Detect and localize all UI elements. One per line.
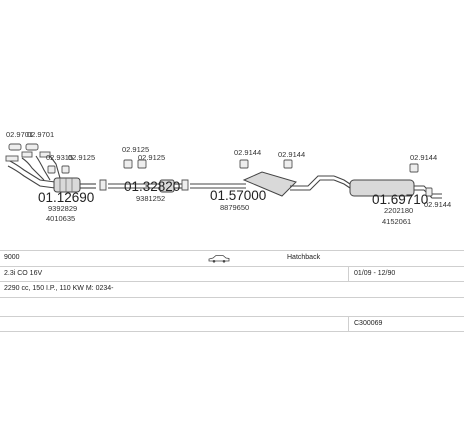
- intermediate-pipe: [108, 159, 189, 193]
- vehicle-info-table: 9000 Hatchback 2.3i CO 16V 01/09 - 12/90…: [0, 250, 464, 332]
- centre-silencer: [190, 159, 334, 197]
- info-row-specs: 2290 cc, 150 I.P., 110 KW M: 0234-: [0, 282, 464, 298]
- accessory-code: 02.9144: [410, 153, 437, 162]
- oem-number: 8879650: [220, 203, 249, 212]
- front-pipe-catalyst: [5, 151, 96, 193]
- accessory-code: 02.9125: [68, 153, 95, 162]
- oem-number: 9392829: [48, 204, 77, 213]
- oem-number: 4010635: [46, 214, 75, 223]
- info-row-blank: [0, 298, 464, 317]
- accessory-code: 02.9125: [138, 153, 165, 162]
- info-row-kit: C300069: [0, 316, 464, 332]
- accessory-code: 02.9125: [122, 145, 149, 154]
- manifold-flange: [5, 155, 19, 162]
- engine-specs: 2290 cc, 150 I.P., 110 KW M: 0234-: [4, 285, 114, 292]
- info-row-engine: 2.3i CO 16V 01/09 - 12/90: [0, 266, 464, 282]
- oem-number: 2202180: [384, 206, 413, 215]
- kit-code: C300069: [354, 319, 383, 327]
- manifold-flange: [39, 151, 51, 158]
- accessory-code: 02.9701: [27, 130, 54, 139]
- accessory-code: 02.9315: [46, 153, 73, 162]
- hatchback-car-icon: [208, 255, 230, 263]
- rear-silencer: [333, 163, 442, 199]
- model-name: 9000: [4, 254, 20, 261]
- exhaust-diagram: 01.12690 9392829 4010635 01.32820 938125…: [5, 130, 451, 226]
- oem-number: 9381252: [136, 194, 165, 203]
- body-type: Hatchback: [287, 254, 321, 261]
- part-code-2: 01.32820: [124, 179, 180, 194]
- accessory-code: 02.9144: [424, 200, 451, 209]
- manifold-flange: [21, 151, 33, 158]
- accessory-gaskets-front: [8, 143, 107, 191]
- engine-type: 2.3i CO 16V: [4, 269, 43, 277]
- part-code-3: 01.57000: [210, 188, 266, 203]
- info-row-model: 9000 Hatchback: [0, 250, 464, 267]
- accessory-code: 02.9144: [234, 148, 261, 157]
- catalyst-body: [53, 177, 81, 193]
- part-code-4: 01.69710: [372, 192, 428, 207]
- accessory-code: 02.9701: [6, 130, 33, 139]
- oem-number: 4152061: [382, 217, 411, 226]
- accessory-code: 02.9144: [278, 150, 305, 159]
- date-range: 01/09 - 12/90: [354, 269, 396, 277]
- rear-silencer-body: [349, 179, 415, 197]
- centre-silencer-body: [242, 171, 297, 197]
- part-code-1: 01.12690: [38, 190, 94, 205]
